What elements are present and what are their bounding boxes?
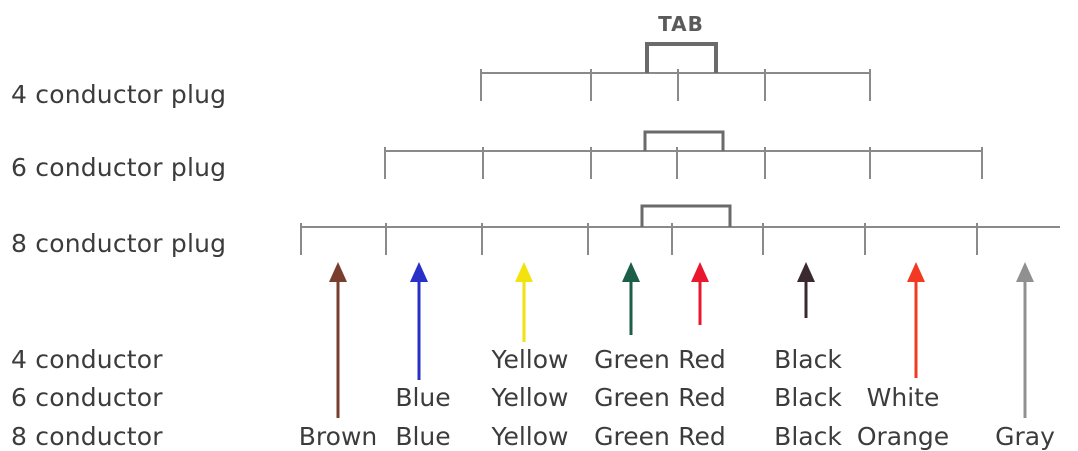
tab-label: TAB — [658, 12, 704, 36]
arrow-yellow-head — [515, 262, 533, 282]
wire-label-yellow: Yellow — [491, 422, 569, 451]
wire-label-red: Red — [678, 383, 726, 412]
wire-label-blue: Blue — [395, 422, 451, 451]
arrow-red-head — [691, 262, 709, 282]
plug-8-tab — [640, 204, 732, 227]
wire-label-blue: Blue — [395, 383, 451, 412]
plug-8-label: 8 conductor plug — [11, 229, 227, 258]
arrow-orange-red-head — [907, 262, 925, 282]
wire-label-orange: Orange — [856, 422, 950, 451]
wire-label-green: Green — [594, 345, 670, 374]
wire-label-green: Green — [594, 383, 670, 412]
arrow-blue-head — [410, 262, 428, 282]
wire-label-yellow: Yellow — [491, 345, 569, 374]
wire-label-black: Black — [774, 345, 842, 374]
wire-label-red: Red — [678, 345, 726, 374]
row-8-conductor-label: 8 conductor — [11, 422, 163, 451]
plug-6-label: 6 conductor plug — [11, 153, 227, 182]
plug-4-label: 4 conductor plug — [11, 80, 227, 109]
wire-label-white: White — [866, 383, 940, 412]
wire-label-black: Black — [774, 422, 842, 451]
arrow-green-head — [622, 262, 640, 282]
wire-label-gray: Gray — [995, 422, 1055, 451]
plug-4-tab — [645, 42, 718, 73]
wire-label-black: Black — [774, 383, 842, 412]
wire-label-brown: Brown — [298, 422, 378, 451]
arrow-gray-head — [1016, 262, 1034, 282]
plug-6-tab — [643, 130, 725, 151]
wire-label-green: Green — [594, 422, 670, 451]
arrow-black-head — [797, 262, 815, 282]
row-6-conductor-label: 6 conductor — [11, 383, 163, 412]
wire-label-red: Red — [678, 422, 726, 451]
wire-label-yellow: Yellow — [491, 383, 569, 412]
row-4-conductor-label: 4 conductor — [11, 345, 163, 374]
arrow-brown-head — [329, 262, 347, 282]
